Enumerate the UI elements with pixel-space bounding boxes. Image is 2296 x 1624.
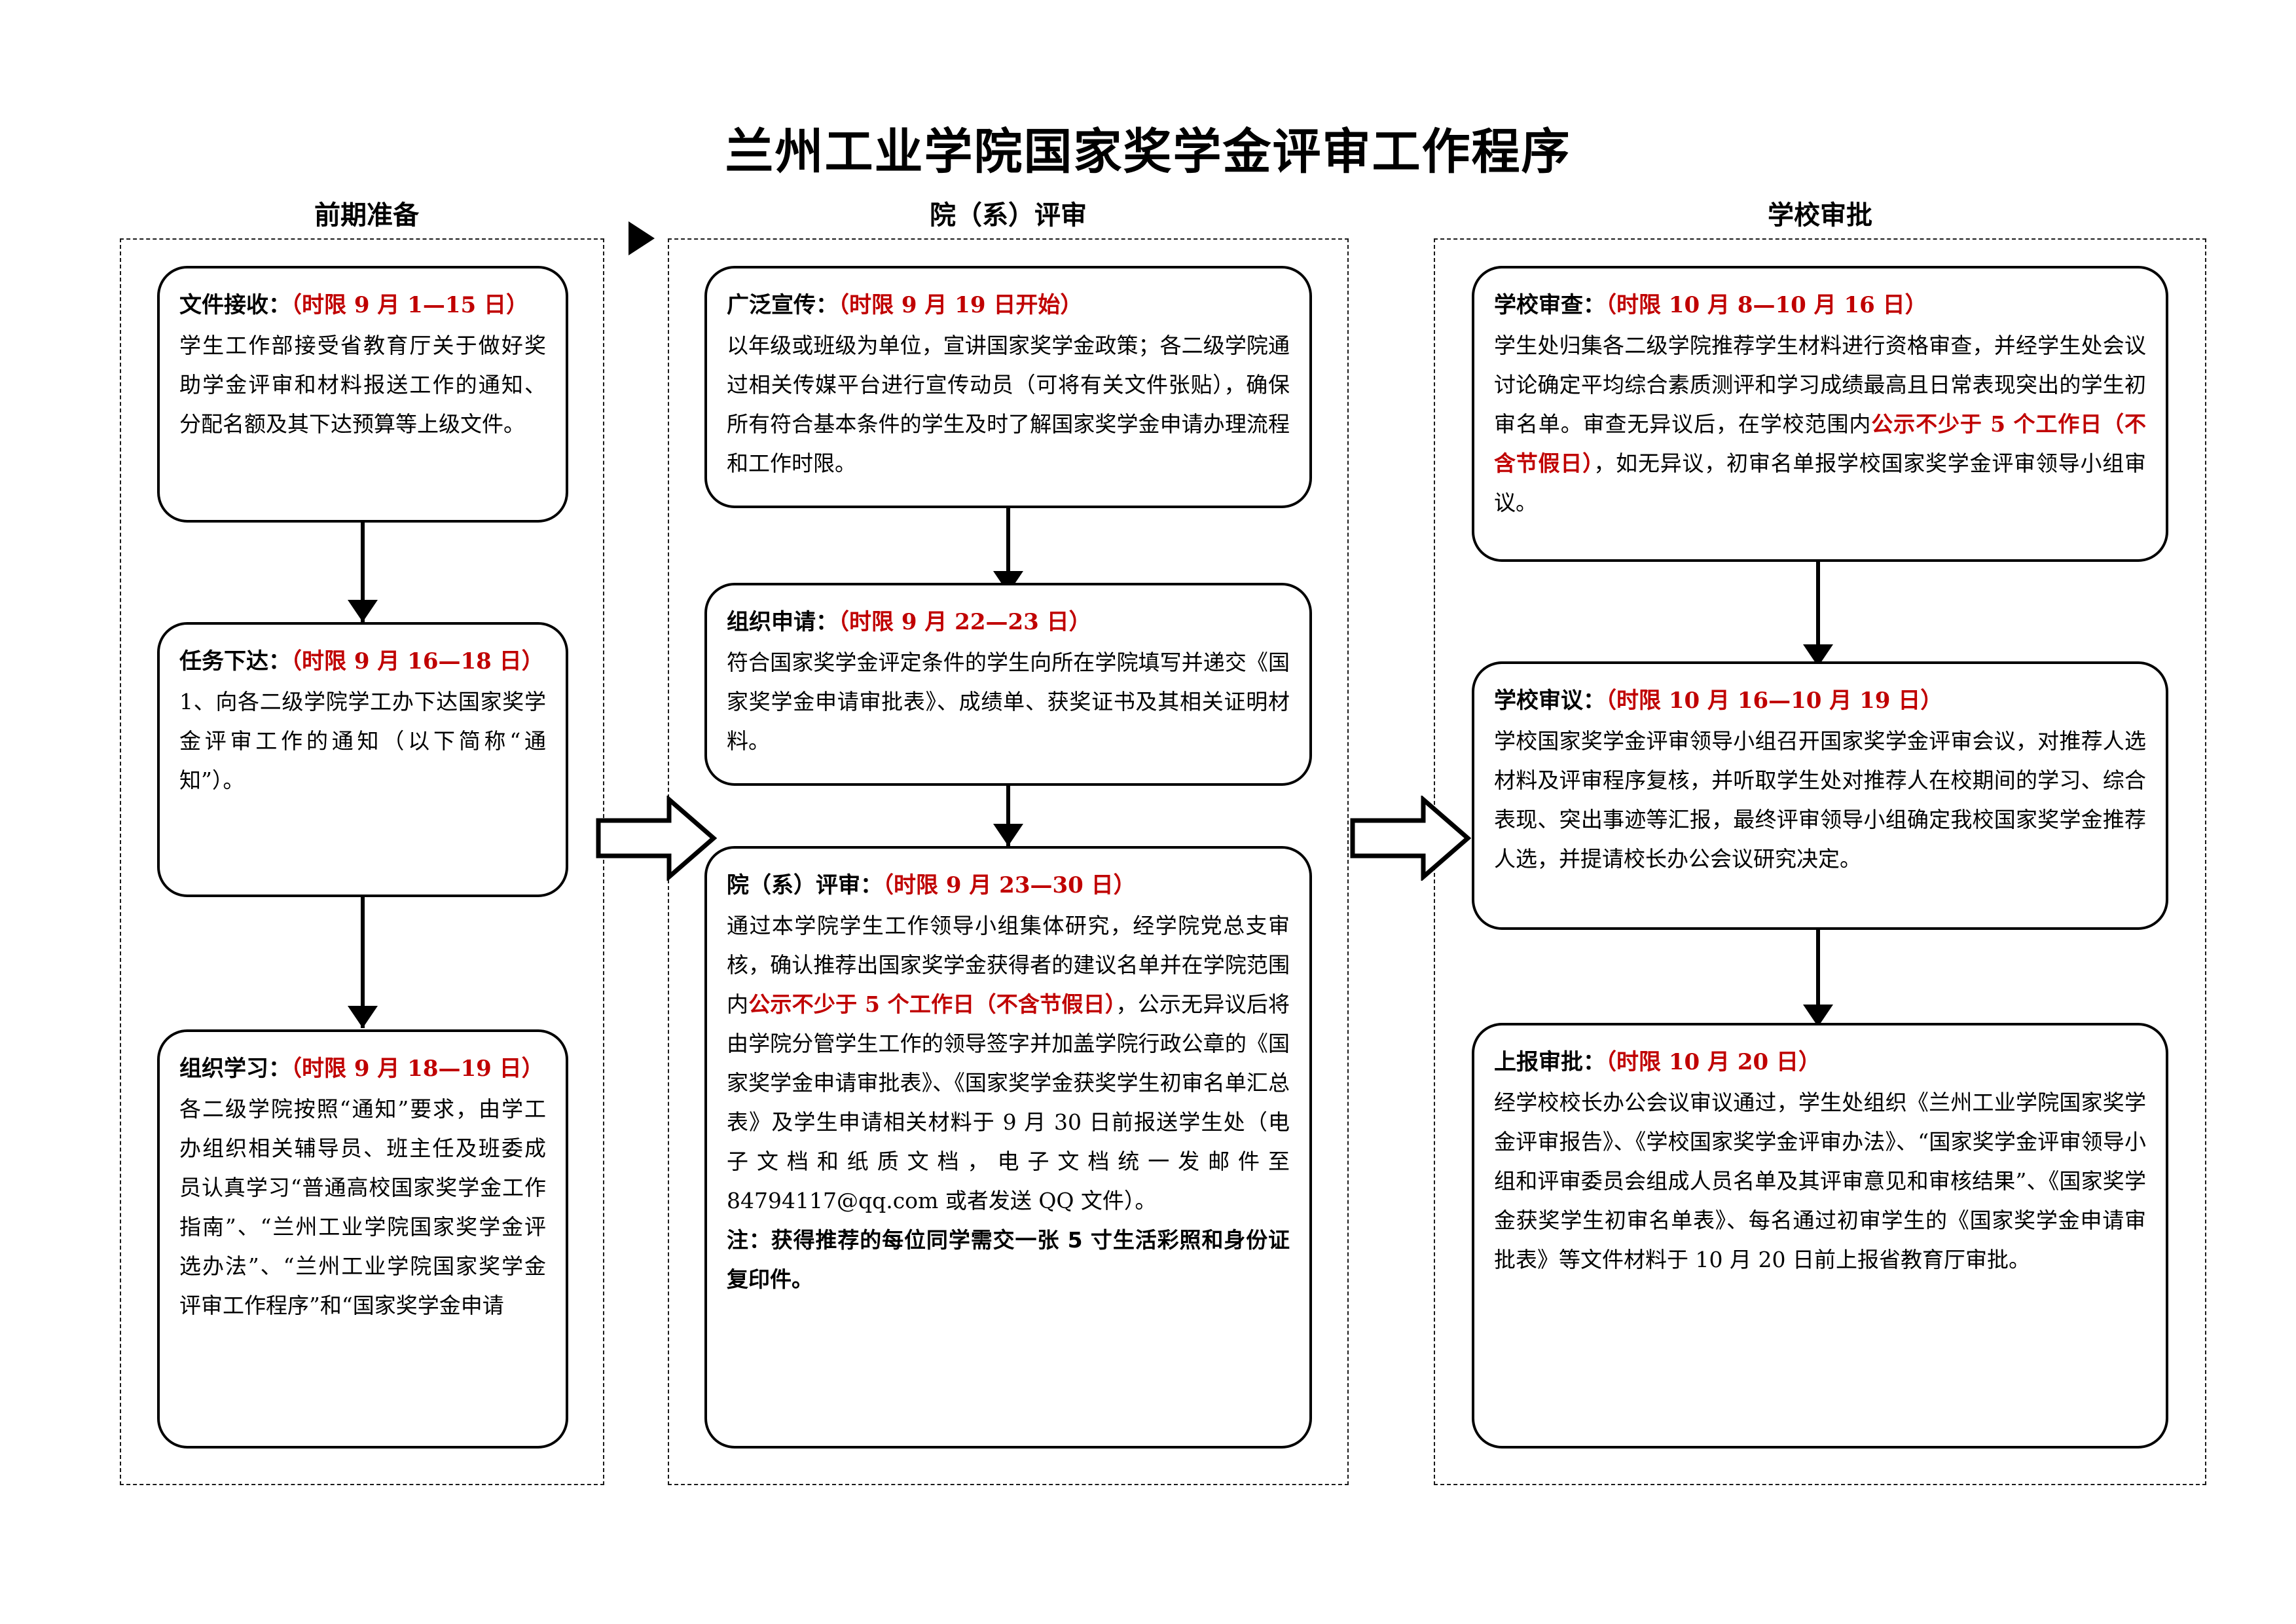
node-publicity[interactable]: 广泛宣传：（时限 9 月 19 日开始） 以年级或班级为单位，宣讲国家奖学金政策… xyxy=(704,266,1312,508)
node-department-review[interactable]: 院（系）评审：（时限 9 月 23—30 日） 通过本学院学生工作领导小组集体研… xyxy=(704,846,1312,1449)
triangle-right-icon xyxy=(629,221,655,255)
node-school-examination-text: 学校审查：（时限 10 月 8—10 月 16 日） 学生处归集各二级学院推荐学… xyxy=(1474,268,2166,529)
node-school-deliberation-body: 学校国家奖学金评审领导小组召开国家奖学金评审会议，对推荐人选材料及评审程序复核，… xyxy=(1494,728,2146,872)
node-department-review-note: 注：获得推荐的每位同学需交一张 5 寸生活彩照和身份证复印件。 xyxy=(727,1227,1290,1293)
node-school-examination-body-2: ，如无异议，初审名单报学校国家奖学金评审领导小组审议。 xyxy=(1494,451,2147,516)
node-organize-application-deadline: （时限 9 月 22—23 日） xyxy=(838,609,1091,635)
node-school-deliberation-heading: 学校审议： xyxy=(1494,688,1605,714)
node-department-review-text: 院（系）评审：（时限 9 月 23—30 日） 通过本学院学生工作领导小组集体研… xyxy=(707,849,1309,1306)
node-school-examination-heading: 学校审查： xyxy=(1494,292,1605,318)
node-organize-application-heading: 组织申请： xyxy=(727,609,838,635)
node-publicity-body: 以年级或班级为单位，宣讲国家奖学金政策；各二级学院通过相关传媒平台进行宣传动员（… xyxy=(727,332,1290,477)
connector-line-3 xyxy=(1006,508,1010,593)
node-department-review-body-1: 通过本学院学生工作领导小组集体研究，经学院党总支审核，确认推荐出国家奖学金获得者… xyxy=(727,912,1290,1017)
lane-header-school-approval: 学校审批 xyxy=(1768,200,1872,231)
node-report-approval[interactable]: 上报审批：（时限 10 月 20 日） 经学校校长办公会议审议通过，学生处组织《… xyxy=(1472,1023,2168,1449)
node-department-review-heading: 院（系）评审： xyxy=(727,872,883,898)
connector-line-5 xyxy=(1816,562,1820,667)
node-school-examination-deadline: （时限 10 月 8—10 月 16 日） xyxy=(1605,292,1927,318)
node-school-examination-body-1: 学生处归集各二级学院推荐学生材料进行资格审查，并经学生处会议讨论确定平均综合素质… xyxy=(1494,332,2146,437)
node-organized-study-deadline: （时限 9 月 18—19 日） xyxy=(291,1056,544,1082)
node-school-deliberation-deadline: （时限 10 月 16—10 月 19 日） xyxy=(1605,688,1943,714)
node-publicity-text: 广泛宣传：（时限 9 月 19 日开始） 以年级或班级为单位，宣讲国家奖学金政策… xyxy=(707,268,1309,490)
node-organized-study-heading: 组织学习： xyxy=(179,1056,291,1082)
lane-arrow-review-to-approval xyxy=(1350,796,1471,881)
node-report-approval-deadline: （时限 10 月 20 日） xyxy=(1605,1049,1821,1075)
connector-arrowhead-4 xyxy=(993,824,1023,846)
lane-header-preparation: 前期准备 xyxy=(314,200,419,231)
node-organized-study-text: 组织学习：（时限 9 月 18—19 日） 各二级学院按照“通知”要求，由学工办… xyxy=(160,1032,566,1332)
node-organize-application[interactable]: 组织申请：（时限 9 月 22—23 日） 符合国家奖学金评定条件的学生向所在学… xyxy=(704,583,1312,786)
node-school-deliberation[interactable]: 学校审议：（时限 10 月 16—10 月 19 日） 学校国家奖学金评审领导小… xyxy=(1472,661,2168,930)
node-report-approval-body: 经学校校长办公会议审议通过，学生处组织《兰州工业学院国家奖学金评审报告》、《学校… xyxy=(1494,1089,2146,1273)
connector-line-6 xyxy=(1816,930,1820,1027)
node-publicity-heading: 广泛宣传： xyxy=(727,292,838,318)
node-task-assignment-text: 任务下达：（时限 9 月 16—18 日） 1、向各二级学院学工办下达国家奖学金… xyxy=(160,625,566,807)
node-file-receipt-deadline: （时限 9 月 1—15 日） xyxy=(291,292,528,318)
lane-arrow-preparation-to-review xyxy=(596,796,717,881)
connector-line-1 xyxy=(361,523,365,622)
node-department-review-deadline: （时限 9 月 23—30 日） xyxy=(883,872,1136,898)
lane-header-college-review: 院（系）评审 xyxy=(930,200,1087,231)
node-organize-application-text: 组织申请：（时限 9 月 22—23 日） 符合国家奖学金评定条件的学生向所在学… xyxy=(707,585,1309,767)
connector-line-2 xyxy=(361,897,365,1028)
node-department-review-highlight: 公示不少于 5 个工作日（不含节假日） xyxy=(748,991,1116,1017)
lane-preparation xyxy=(120,238,604,1485)
node-organized-study[interactable]: 组织学习：（时限 9 月 18—19 日） 各二级学院按照“通知”要求，由学工办… xyxy=(157,1029,568,1449)
node-file-receipt-text: 文件接收：（时限 9 月 1—15 日） 学生工作部接受省教育厅关于做好奖助学金… xyxy=(160,268,566,451)
node-task-assignment-body: 1、向各二级学院学工办下达国家奖学金评审工作的通知（以下简称“通知”）。 xyxy=(179,688,546,793)
node-organize-application-body: 符合国家奖学金评定条件的学生向所在学院填写并递交《国家奖学金申请审批表》、成绩单… xyxy=(727,649,1290,754)
node-task-assignment[interactable]: 任务下达：（时限 9 月 16—18 日） 1、向各二级学院学工办下达国家奖学金… xyxy=(157,622,568,897)
connector-arrowhead-1 xyxy=(348,600,378,622)
node-school-deliberation-text: 学校审议：（时限 10 月 16—10 月 19 日） 学校国家奖学金评审领导小… xyxy=(1474,664,2166,885)
node-task-assignment-heading: 任务下达： xyxy=(179,648,291,674)
connector-line-4 xyxy=(1006,786,1010,858)
node-file-receipt-body: 学生工作部接受省教育厅关于做好奖助学金评审和材料报送工作的通知、分配名额及其下达… xyxy=(179,332,546,437)
connector-arrowhead-2 xyxy=(348,1006,378,1028)
node-school-examination-highlight: 公示不少于 5 个工作日（不含节假日） xyxy=(1494,411,2146,477)
node-department-review-body-2: ，公示无异议后将由学院分管学生工作的领导签字并加盖学院行政公章的《国家奖学金申请… xyxy=(727,991,1290,1214)
node-report-approval-heading: 上报审批： xyxy=(1494,1049,1605,1075)
node-organized-study-body: 各二级学院按照“通知”要求，由学工办组织相关辅导员、班主任及班委成员认真学习“普… xyxy=(179,1096,546,1319)
page-title: 兰州工业学院国家奖学金评审工作程序 xyxy=(725,124,1571,180)
node-school-examination[interactable]: 学校审查：（时限 10 月 8—10 月 16 日） 学生处归集各二级学院推荐学… xyxy=(1472,266,2168,562)
node-publicity-deadline: （时限 9 月 19 日开始） xyxy=(838,292,1083,318)
node-task-assignment-deadline: （时限 9 月 16—18 日） xyxy=(291,648,544,674)
node-file-receipt-heading: 文件接收： xyxy=(179,292,291,318)
node-file-receipt[interactable]: 文件接收：（时限 9 月 1—15 日） 学生工作部接受省教育厅关于做好奖助学金… xyxy=(157,266,568,523)
node-report-approval-text: 上报审批：（时限 10 月 20 日） 经学校校长办公会议审议通过，学生处组织《… xyxy=(1474,1025,2166,1286)
